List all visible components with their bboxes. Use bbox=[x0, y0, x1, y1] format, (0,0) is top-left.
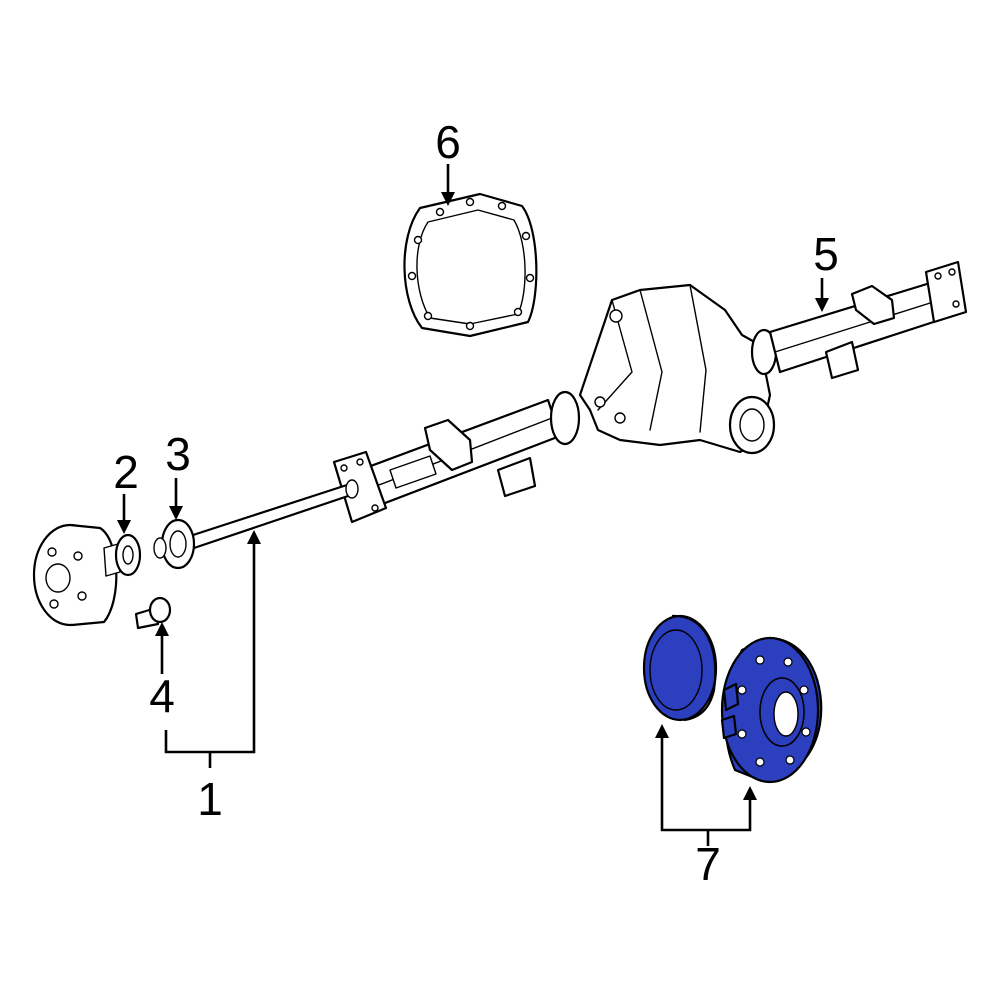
flange-hole-3 bbox=[952, 300, 960, 308]
callout-3: 3 bbox=[165, 428, 191, 480]
ring-gear-face bbox=[720, 636, 820, 784]
carrier-rib-left bbox=[597, 299, 633, 411]
arrow-5 bbox=[815, 298, 829, 312]
gasket-hole-10 bbox=[413, 235, 423, 245]
gasket-hole-5 bbox=[525, 273, 535, 283]
ring-bolt-hole-1 bbox=[755, 655, 765, 665]
left-tube-collar bbox=[549, 390, 581, 446]
ring-bolt-hole-2 bbox=[783, 657, 793, 667]
gasket-hole-9 bbox=[407, 271, 417, 281]
retainer-ring-inner bbox=[122, 545, 134, 565]
callout-5: 5 bbox=[813, 228, 839, 280]
arrow-6 bbox=[441, 192, 455, 206]
carrier-bolt-b bbox=[614, 412, 626, 424]
axle-bearing-inner bbox=[169, 530, 187, 558]
callout-7: 7 bbox=[695, 838, 721, 890]
arrow-7b bbox=[743, 786, 757, 800]
ring-gear-set[interactable] bbox=[642, 614, 823, 784]
tube-inner-bearing bbox=[389, 455, 437, 489]
gasket-hole-2 bbox=[465, 197, 475, 207]
carrier-rib-mid bbox=[639, 289, 663, 431]
arrow-2 bbox=[117, 520, 131, 534]
carrier-vent bbox=[609, 309, 623, 323]
ring-bolt-hole-5 bbox=[785, 755, 795, 765]
bolt-head bbox=[148, 596, 172, 624]
lflange-hole-3 bbox=[371, 504, 379, 512]
ring-bolt-hole-4 bbox=[801, 727, 811, 737]
left-lower-bracket bbox=[496, 456, 537, 498]
leader-7-bracket bbox=[660, 738, 752, 832]
axle-bearing-race bbox=[153, 537, 167, 559]
ring-gear-tab-b bbox=[720, 714, 738, 740]
shaft-spline-end bbox=[345, 479, 359, 499]
gasket-hole-1 bbox=[435, 207, 445, 217]
ring-gear-bore bbox=[759, 677, 805, 747]
lflange-hole-1 bbox=[340, 464, 348, 472]
gasket-hole-8 bbox=[423, 311, 433, 321]
hub-stud-hole-3 bbox=[77, 591, 87, 601]
callout-labels: 6 5 2 3 4 1 7 bbox=[113, 116, 839, 890]
leader-1-bracket bbox=[164, 544, 256, 754]
right-brake-flange bbox=[924, 260, 968, 324]
axle-housing[interactable] bbox=[332, 260, 968, 524]
ring-bolt-hole-7 bbox=[737, 729, 747, 739]
right-lower-bracket bbox=[824, 340, 860, 380]
cover-gasket[interactable] bbox=[403, 192, 538, 338]
flange-hole-1 bbox=[934, 272, 942, 280]
arrow-1 bbox=[247, 530, 261, 544]
axle-hub-center bbox=[45, 563, 71, 593]
lflange-hole-2 bbox=[356, 458, 364, 466]
pinion-bore bbox=[739, 408, 765, 442]
callout-1: 1 bbox=[197, 773, 223, 825]
gasket-hole-4 bbox=[521, 231, 531, 241]
axle-shaft[interactable] bbox=[32, 479, 359, 627]
ring-bolt-hole-6 bbox=[755, 757, 765, 767]
leader-lines bbox=[117, 164, 829, 846]
arrow-4 bbox=[155, 622, 169, 636]
gasket-inner bbox=[416, 209, 526, 325]
gasket-hole-3 bbox=[497, 201, 507, 211]
hub-stud-hole-1 bbox=[47, 547, 57, 557]
callout-6: 6 bbox=[435, 116, 461, 168]
shim-edge bbox=[671, 614, 717, 722]
gasket-hole-6 bbox=[513, 307, 523, 317]
callout-2: 2 bbox=[113, 446, 139, 498]
retainer-ring[interactable] bbox=[114, 533, 142, 577]
hub-stud-hole-2 bbox=[73, 551, 83, 561]
hub-stud-hole-4 bbox=[49, 599, 59, 609]
left-spring-seat bbox=[423, 418, 474, 472]
flange-hole-2 bbox=[948, 268, 956, 276]
ring-bolt-hole-3 bbox=[799, 685, 809, 695]
ring-gear-tab-a bbox=[722, 682, 740, 712]
ring-gear-center bbox=[773, 691, 799, 737]
arrow-7a bbox=[655, 724, 669, 738]
right-spring-seat bbox=[850, 284, 896, 326]
carrier-bolt-a bbox=[594, 396, 606, 408]
gasket-hole-7 bbox=[465, 321, 475, 331]
ring-bolt-hole-8 bbox=[737, 685, 747, 695]
gasket-outline bbox=[403, 192, 538, 338]
callout-4: 4 bbox=[149, 670, 175, 722]
arrow-3 bbox=[169, 506, 183, 520]
wheel-bolt[interactable] bbox=[134, 596, 172, 630]
axle-bearing[interactable] bbox=[153, 518, 196, 570]
shim-inner-rim bbox=[649, 629, 703, 711]
right-tube-line bbox=[774, 297, 947, 353]
axle-shaft-rod bbox=[188, 482, 356, 550]
carrier-rib-right bbox=[689, 284, 707, 433]
